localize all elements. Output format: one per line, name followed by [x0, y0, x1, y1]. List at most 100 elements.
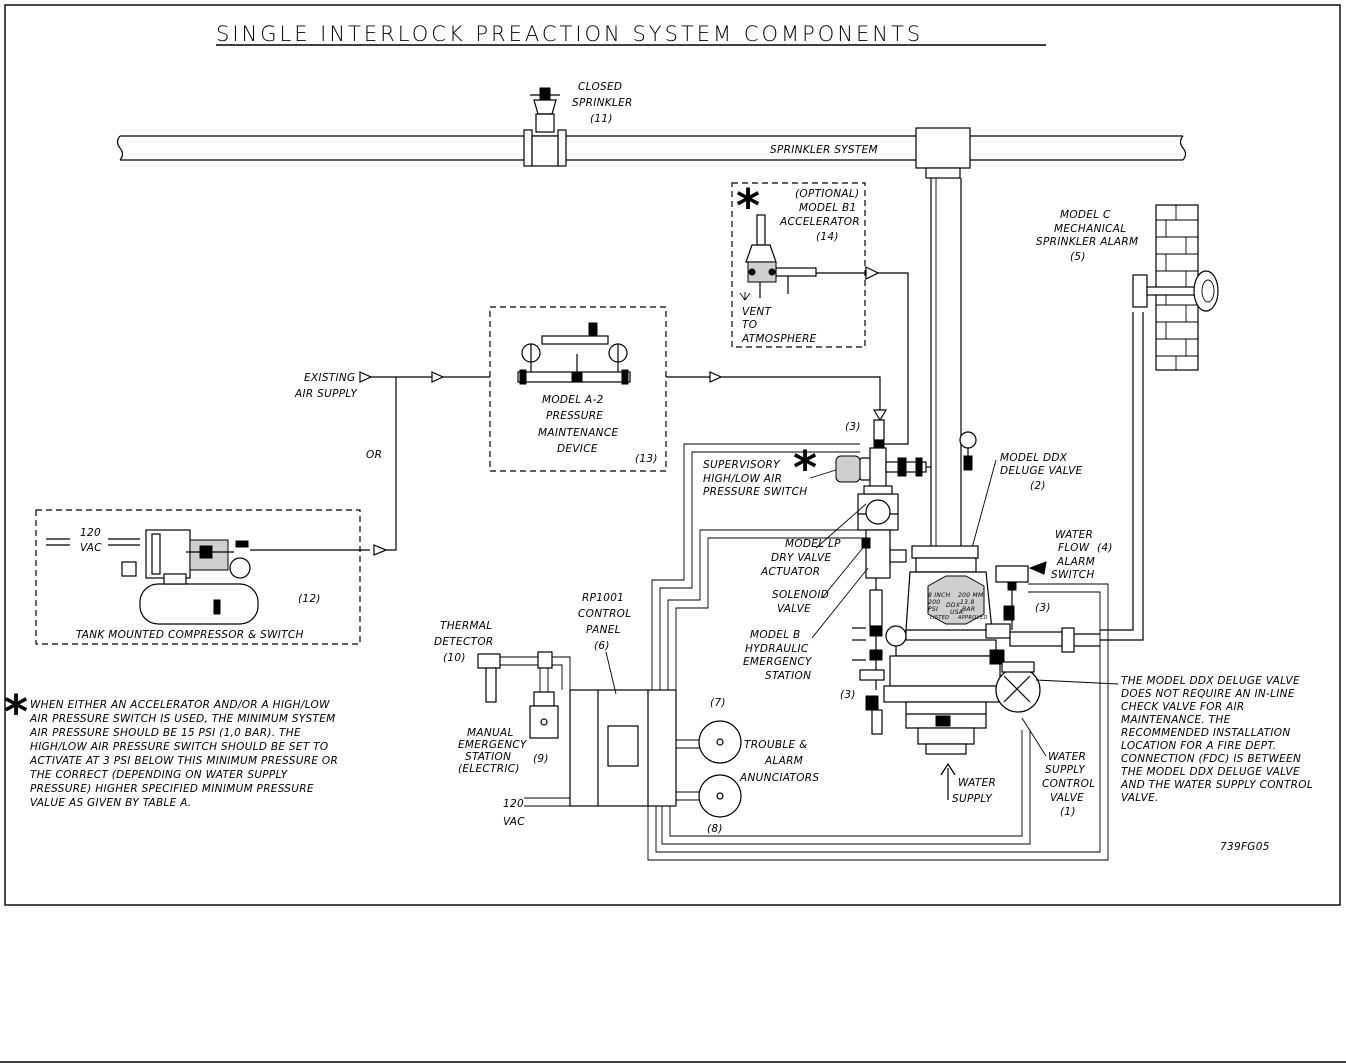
thermal-label-1: THERMAL [440, 620, 492, 632]
supervisory-label-1: SUPERVISORY [703, 459, 781, 471]
vent-arrow [739, 292, 751, 301]
thermal-label-2: DETECTOR [434, 636, 493, 648]
model-ddx-deluge-valve: 8 INCH 200 PSI DDX USA 200 MM 13.8 BAR L… [883, 545, 1005, 755]
water-flow-label-1: WATER [1055, 529, 1093, 541]
mech-alarm-label-4: (5) [1070, 251, 1086, 263]
existing-air-label-1: EXISTING [304, 372, 356, 384]
hydraulic-label-3: EMERGENCY [743, 656, 813, 668]
vac-bottom-1: 120 [503, 798, 524, 810]
water-flow-label-4: SWITCH [1051, 569, 1095, 581]
thermal-detector [477, 651, 571, 739]
pressure-maint-label-4: DEVICE [557, 443, 598, 455]
closed-sprinkler-label-1: CLOSED [578, 81, 622, 93]
num-3-top: (3) [845, 421, 861, 433]
fdc-note-5: RECOMMENDED INSTALLATION [1121, 727, 1290, 739]
manual-label-1: MANUAL [467, 727, 514, 739]
deluge-label-2: DELUGE VALVE [1000, 465, 1083, 477]
note-line-5: ACTIVATE AT 3 PSI BELOW THIS MINIMUM PRE… [29, 755, 338, 767]
manual-label-3: STATION [465, 751, 511, 763]
or-label: OR [366, 449, 382, 461]
trim-piping [852, 499, 907, 735]
vent-label-2: TO [742, 319, 757, 331]
compressor-number: (12) [298, 593, 321, 605]
mech-alarm-label-1: MODEL C [1060, 209, 1111, 221]
deluge-label-3: (2) [1030, 480, 1046, 492]
water-supply-arrow [940, 762, 956, 800]
valve-plate-5: USA [950, 609, 963, 616]
main-riser [915, 127, 971, 548]
water-flow-label-3: ALARM [1056, 556, 1095, 568]
accelerator-label-2: MODEL B1 [799, 202, 857, 214]
note-line-1: WHEN EITHER AN ACCELERATOR AND/OR A HIGH… [30, 699, 330, 711]
accelerator-label-1: (OPTIONAL) [795, 188, 859, 200]
fdc-note-7: CONNECTION (FDC) IS BETWEEN [1121, 753, 1301, 765]
hydraulic-label-4: STATION [765, 670, 811, 682]
valve-plate-10: APPROVED [957, 615, 988, 621]
fdc-note-1: THE MODEL DDX DELUGE VALVE [1121, 675, 1300, 687]
control-panel-label-1: RP1001 [582, 592, 624, 604]
lp-actuator-label-3: ACTUATOR [760, 566, 820, 578]
fdc-leader [1035, 679, 1119, 685]
accelerator-label-3: ACCELERATOR [779, 216, 860, 228]
valve-plate-8: BAR [962, 606, 975, 613]
hydraulic-leader [811, 567, 869, 639]
drawing-border [4, 4, 1341, 906]
water-flow-label-2: FLOW [1058, 542, 1090, 554]
water-supply-label-1: WATER [958, 777, 996, 789]
hydraulic-label-2: HYDRAULIC [745, 643, 809, 655]
rp1001-control-panel [569, 689, 677, 807]
vac-top-2: VAC [80, 542, 102, 554]
trouble-alarm-annunciators [698, 720, 742, 818]
existing-air-label-2: AIR SUPPLY [294, 388, 358, 400]
trouble-label-1: TROUBLE & [744, 739, 808, 751]
note-line-8: VALUE AS GIVEN BY TABLE A. [30, 797, 192, 809]
deluge-leader [971, 459, 997, 549]
lp-actuator-leader [815, 503, 867, 549]
solenoid-leader [821, 543, 867, 599]
valve-plate-2: 200 [928, 599, 940, 606]
water-motor-gong [1132, 270, 1219, 312]
accelerator-line [816, 272, 909, 445]
note-asterisk: * [4, 685, 28, 739]
supervisory-label-2: HIGH/LOW AIR [703, 473, 782, 485]
fdc-note-2: DOES NOT REQUIRE AN IN-LINE [1121, 688, 1295, 700]
fdc-note-3: CHECK VALVE FOR AIR [1121, 701, 1245, 713]
accelerator-asterisk: * [736, 179, 760, 233]
pressure-maint-number: (13) [635, 453, 658, 465]
valve-plate-1: 8 INCH [928, 592, 951, 599]
pressure-maintenance-device [517, 322, 631, 385]
wiring [524, 443, 1109, 861]
fdc-note-8: THE MODEL DDX DELUGE VALVE [1121, 766, 1300, 778]
trouble-label-3: ANUNCIATORS [739, 772, 819, 784]
water-flow-num: (4) [1097, 542, 1113, 554]
fdc-note-10: VALVE. [1121, 792, 1159, 804]
trouble-label-2: ALARM [764, 755, 803, 767]
supervisory-leader [809, 469, 837, 479]
vent-label-1: VENT [742, 306, 773, 318]
supply-control-label-1: WATER [1048, 751, 1086, 763]
hydraulic-label-1: MODEL B [750, 629, 801, 641]
supervisory-asterisk: * [793, 441, 817, 495]
diagram-title: SINGLE INTERLOCK PREACTION SYSTEM COMPON… [216, 22, 923, 46]
pressure-maint-label-3: MAINTENANCE [538, 427, 618, 439]
air-trim-assembly [835, 419, 977, 515]
solenoid-label-2: VALVE [777, 603, 811, 615]
compressor-arrow [373, 544, 388, 556]
accelerator-device [745, 214, 817, 298]
flow-switch-arrow [1028, 561, 1047, 575]
note-line-4: HIGH/LOW AIR PRESSURE SWITCH SHOULD BE S… [30, 741, 328, 753]
alarm-trim [985, 565, 1100, 713]
compressor-power-line [46, 538, 140, 546]
supply-control-leader [1021, 717, 1047, 757]
fdc-note-4: MAINTENANCE. THE [1121, 714, 1231, 726]
valve-plate-4: DDX [946, 602, 961, 609]
compressor-label: TANK MOUNTED COMPRESSOR & SWITCH [76, 629, 304, 641]
solenoid-label-1: SOLENOID [772, 589, 829, 601]
supply-control-label-2: SUPPLY [1045, 764, 1086, 776]
supply-control-label-5: (1) [1060, 806, 1076, 818]
pressure-maint-label-2: PRESSURE [546, 410, 603, 422]
note-line-2: AIR PRESSURE SWITCH IS USED, THE MINIMUM… [29, 713, 336, 725]
vac-top-1: 120 [80, 527, 101, 539]
air-supply-lines [359, 371, 888, 551]
